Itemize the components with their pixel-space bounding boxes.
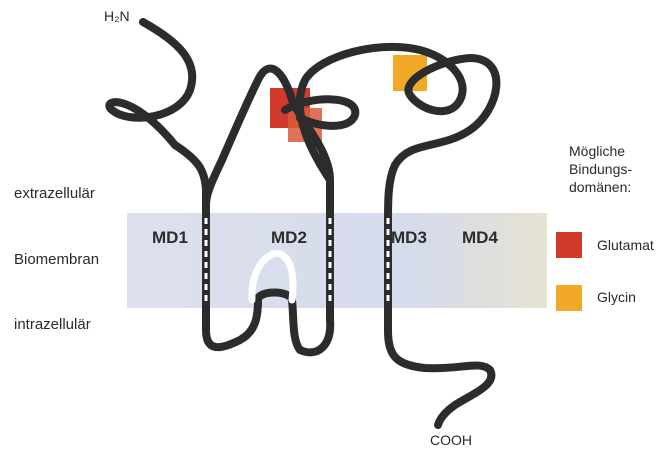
legend-title-line-3: domänen: <box>569 179 632 195</box>
chain-loop <box>281 95 360 130</box>
n-terminus-label: H₂N <box>104 8 130 24</box>
membrane-label: Biomembran <box>14 251 100 268</box>
membrane-band <box>127 213 547 308</box>
legend-title-line-2: Bindungs- <box>569 161 633 177</box>
legend-glycine-swatch <box>556 285 582 311</box>
legend-glutamate-swatch <box>556 232 582 258</box>
legend-glutamate-label: Glutamat <box>597 237 654 253</box>
domain-md4-label: MD4 <box>462 228 498 247</box>
legend-title: Mögliche Bindungs- domänen: <box>569 142 632 196</box>
protein-chain <box>105 18 501 429</box>
domain-md2-label: MD2 <box>271 228 307 247</box>
pore-loop <box>248 250 297 304</box>
c-terminus-label: COOH <box>430 432 472 448</box>
legend-glycine-label: Glycin <box>597 289 636 305</box>
legend-title-line-1: Mögliche <box>569 143 626 159</box>
domain-md1-label: MD1 <box>152 228 188 247</box>
domain-md3-label: MD3 <box>391 228 427 247</box>
extracellular-label: extrazellulär <box>14 185 95 202</box>
intracellular-label: intrazellulär <box>14 316 91 333</box>
